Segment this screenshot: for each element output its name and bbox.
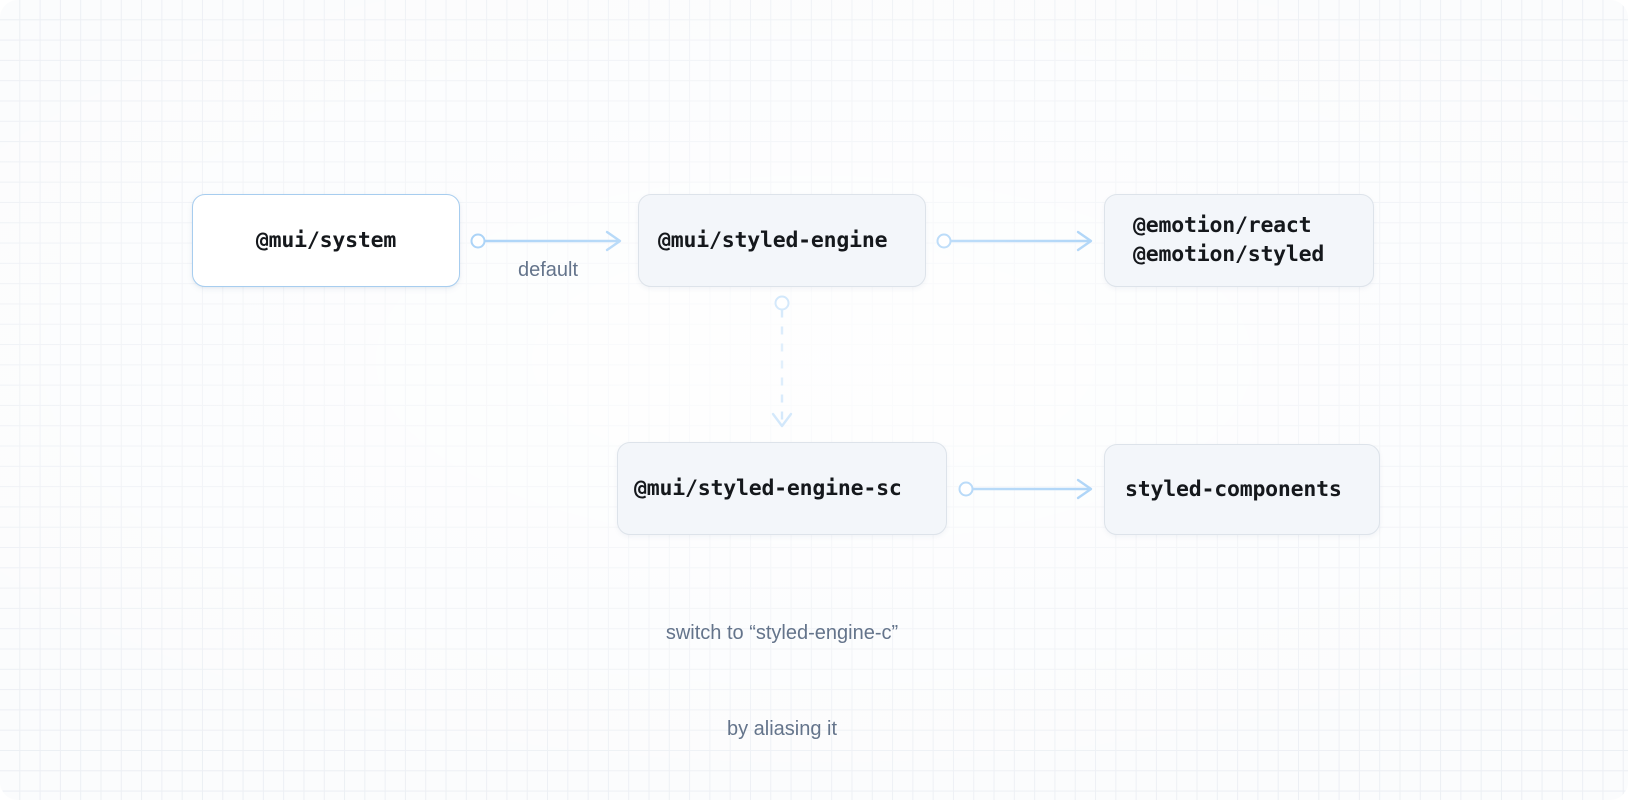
node-styled-components[interactable]: styled-components <box>1104 444 1380 535</box>
edge-label-default: default <box>517 259 579 281</box>
edge-source-dot <box>470 233 486 249</box>
edge-label-switch-alias: switch to “styled-engine-c” by aliasing … <box>592 553 972 800</box>
node-label: @mui/system <box>255 228 397 253</box>
node-label-line-1: @emotion/react <box>1133 213 1312 239</box>
edge-label-switch-line-1: switch to “styled-engine-c” <box>665 622 899 644</box>
node-label: @mui/styled-engine-sc <box>634 476 902 501</box>
edge-system-to-engine <box>470 230 622 252</box>
node-emotion-packages[interactable]: @emotion/react @emotion/styled <box>1104 194 1374 287</box>
node-mui-styled-engine[interactable]: @mui/styled-engine <box>638 194 926 287</box>
node-label: @mui/styled-engine <box>658 228 888 253</box>
node-label-line-2: @emotion/styled <box>1133 241 1325 267</box>
edge-engine-to-emotion <box>936 230 1093 252</box>
edge-label-switch-line-2: by aliasing it <box>726 718 838 740</box>
node-label: styled-components <box>1125 477 1342 502</box>
edge-source-dot <box>958 481 974 497</box>
edge-source-dot <box>936 233 952 249</box>
edge-engine-sc-to-sc <box>958 478 1093 500</box>
node-label-group: @emotion/react @emotion/styled <box>1133 212 1324 269</box>
node-mui-system[interactable]: @mui/system <box>192 194 460 287</box>
edge-source-dot <box>774 295 790 311</box>
edge-engine-to-engine-sc <box>771 295 793 428</box>
node-mui-styled-engine-sc[interactable]: @mui/styled-engine-sc <box>617 442 947 535</box>
